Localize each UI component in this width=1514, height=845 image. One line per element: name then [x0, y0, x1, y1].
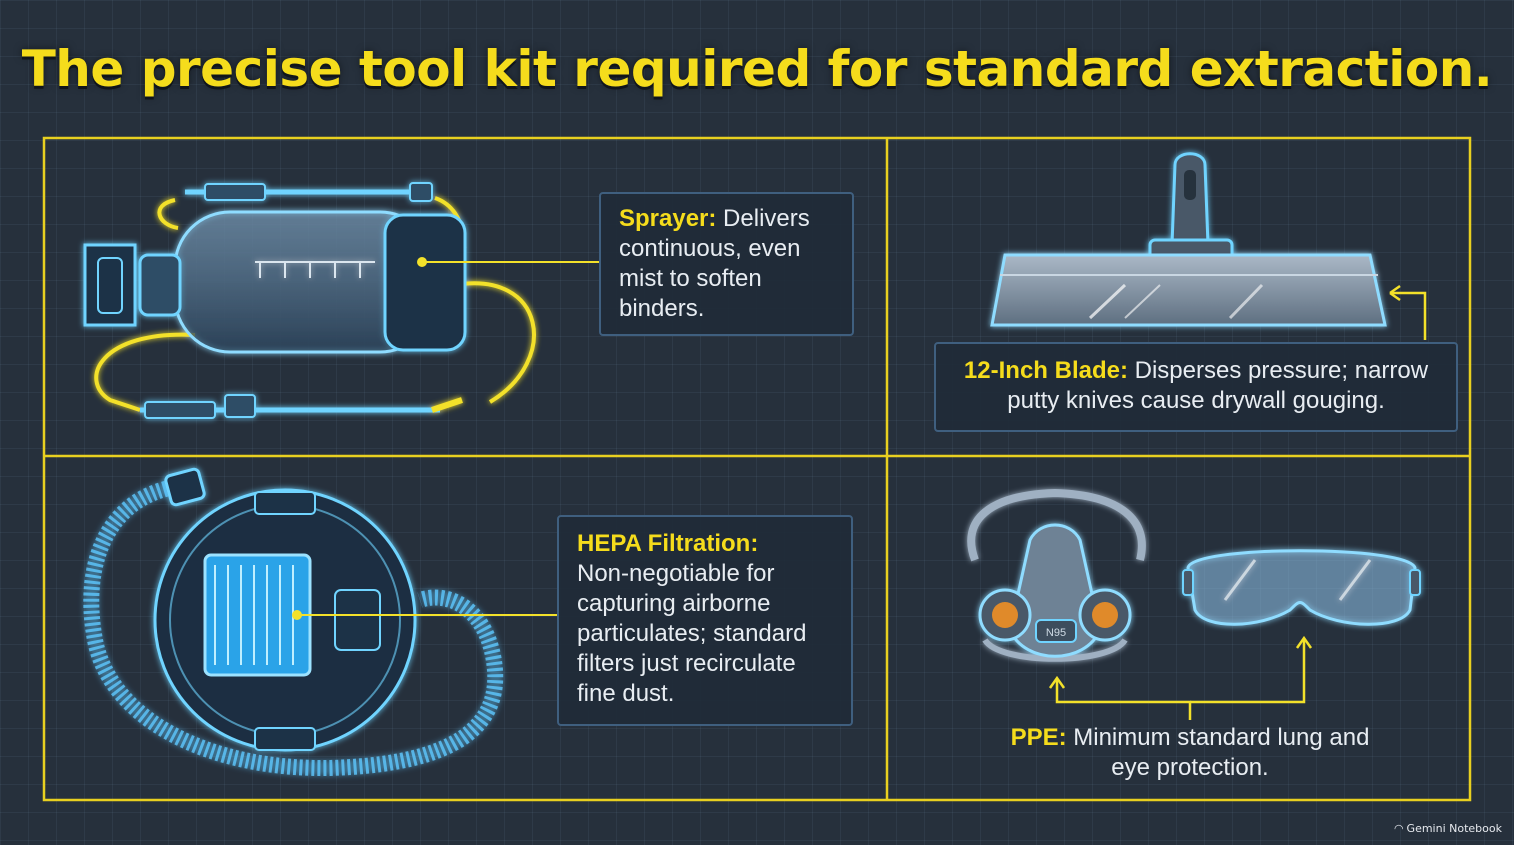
sprayer-callout: Sprayer: Delivers continuous, even mist … [599, 192, 854, 336]
sprayer-leader [417, 257, 600, 267]
blade-leader-arrow [1389, 284, 1427, 340]
sprayer-icon [83, 182, 536, 419]
hepa-vacuum-icon [83, 467, 504, 777]
goggles-icon [1182, 549, 1421, 626]
respirator-mark: N95 [1046, 627, 1066, 639]
respirator-icon: N95 [967, 488, 1146, 662]
brand-icon: ◠ [1393, 822, 1404, 835]
hepa-callout: HEPA Filtration: Non-negotiable for capt… [557, 515, 853, 726]
taping-knife-icon [990, 152, 1387, 327]
ppe-text: Minimum standard lung and eye protection… [1066, 724, 1370, 781]
hepa-label: HEPA Filtration: [577, 530, 759, 557]
sprayer-text: Delivers continuous, even mist to soften… [619, 205, 810, 322]
blade-text: Disperses pressure; narrow putty knives … [1007, 357, 1429, 414]
hepa-text: Non-negotiable for capturing airborne pa… [577, 560, 807, 707]
panel-grid [42, 136, 1472, 802]
blade-label: 12-Inch Blade: [963, 357, 1128, 384]
hepa-leader [292, 610, 558, 620]
ppe-leader-arrows [1048, 635, 1313, 720]
page-title: The precise tool kit required for standa… [21, 40, 1493, 98]
blade-callout: 12-Inch Blade: Disperses pressure; narro… [934, 342, 1458, 432]
ppe-caption: PPE: Minimum standard lung and eye prote… [1010, 723, 1370, 783]
brand-label: Gemini Notebook [1406, 822, 1502, 835]
sprayer-label: Sprayer: [619, 205, 717, 232]
brand-watermark: ◠Gemini Notebook [1394, 822, 1502, 835]
ppe-label: PPE: [1010, 724, 1067, 751]
